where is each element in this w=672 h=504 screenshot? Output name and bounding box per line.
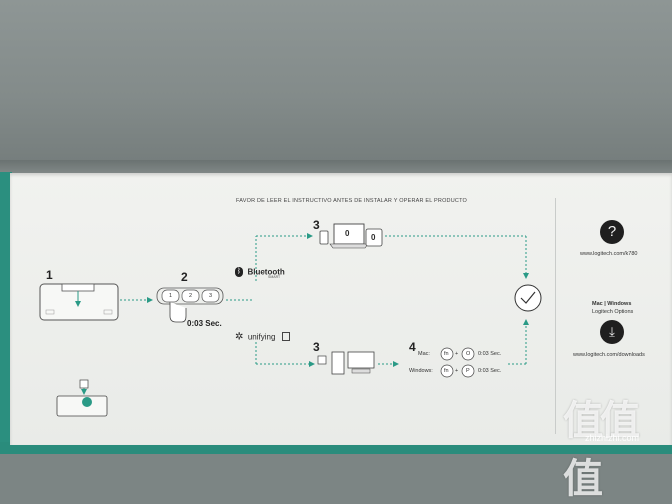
watermark-logo: 值值值	[563, 399, 640, 501]
windows-label: Windows:	[409, 368, 433, 374]
bluetooth-label: Bluetooth	[247, 267, 285, 277]
windows-p-key: P	[466, 368, 470, 374]
hold-timer: 0:03 Sec.	[187, 319, 222, 328]
instruction-card	[10, 173, 672, 445]
unifying-icon: ✲	[235, 331, 244, 343]
windows-fn-key: fn	[444, 368, 449, 374]
step-3-bluetooth-number: 3	[313, 218, 320, 232]
download-icon: ⤓	[600, 320, 624, 344]
channel-key-3: 3	[209, 293, 213, 299]
step-3-unifying-number: 3	[313, 340, 320, 354]
check-icon	[514, 284, 542, 312]
mac-keys	[440, 347, 475, 361]
mac-hold-time: 0:03 Sec.	[478, 351, 502, 357]
keyboard-illustration	[39, 283, 119, 321]
receiver-icon	[281, 332, 290, 342]
support-url: www.logitech.com/k780	[580, 251, 638, 257]
mac-plus: +	[455, 351, 459, 357]
step-2-number: 2	[181, 270, 188, 284]
bluetooth-badge: ᛒ Bluetooth	[235, 263, 285, 281]
laptop-screen-digit: 0	[345, 229, 350, 238]
channel-key-2: 2	[189, 293, 193, 299]
mac-o-key: O	[466, 351, 471, 357]
box-side-teal	[0, 172, 12, 454]
bluetooth-devices-illustration	[319, 223, 383, 249]
receiver-storage-illustration	[56, 379, 108, 417]
windows-plus: +	[455, 368, 459, 374]
windows-hold-time: 0:03 Sec.	[478, 368, 502, 374]
software-label: Logitech Options	[592, 309, 634, 315]
step-1-number: 1	[46, 268, 53, 282]
mac-label: Mac:	[418, 351, 430, 357]
unifying-devices-illustration	[317, 351, 375, 375]
bluetooth-icon: ᛒ	[235, 266, 243, 277]
tablet-screen-digit: 0	[371, 233, 376, 242]
instruction-header: FAVOR DE LEER EL INSTRUCTIVO ANTES DE IN…	[236, 198, 468, 204]
windows-keys	[440, 364, 475, 378]
unifying-label: unifying	[247, 332, 276, 342]
box-lid	[0, 0, 672, 176]
bluetooth-smart-label: SMART	[268, 275, 281, 279]
channel-key-1: 1	[169, 293, 173, 299]
step-4-number: 4	[409, 340, 416, 354]
download-url: www.logitech.com/downloads	[573, 352, 645, 358]
channel-keys-illustration	[156, 287, 224, 323]
box-bottom-teal	[0, 442, 672, 454]
column-divider	[555, 198, 556, 434]
platforms-label: Mac | Windows	[592, 301, 632, 307]
mac-fn-key: fn	[444, 351, 449, 357]
setup-diagram	[39, 223, 542, 417]
watermark-site: zhizhizhi.com	[585, 433, 640, 443]
help-icon: ?	[600, 220, 624, 244]
unifying-badge: ✲ unifying	[235, 328, 290, 346]
